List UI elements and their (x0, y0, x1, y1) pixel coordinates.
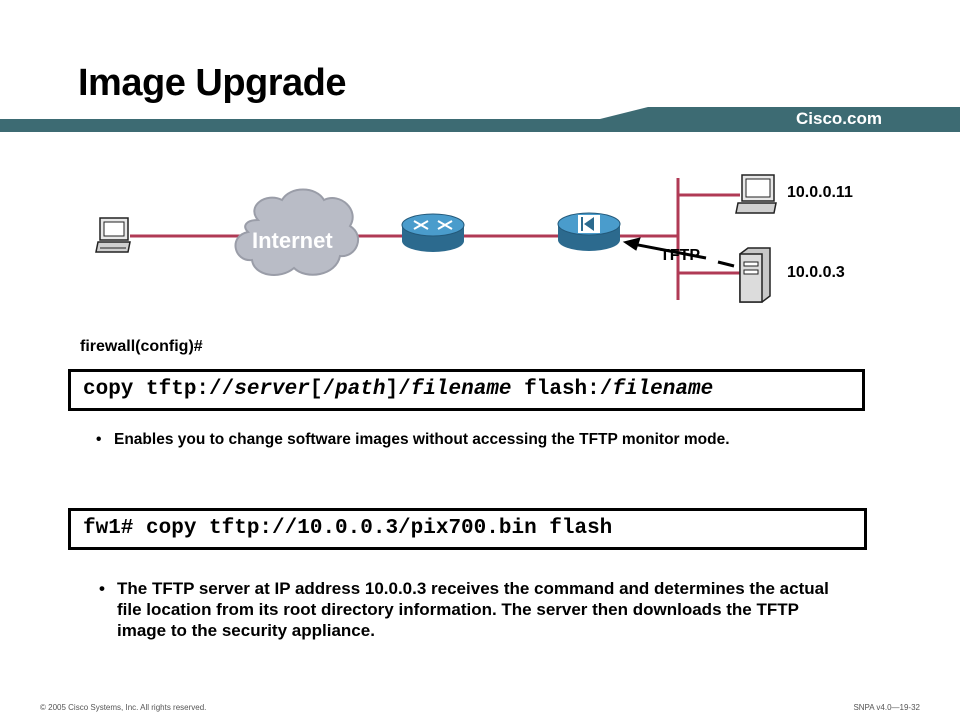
header-bar (0, 107, 960, 132)
router-icon (401, 213, 465, 252)
bullet-dot: • (96, 431, 102, 448)
cmd-text: flash:/ (511, 378, 613, 401)
cmd-arg-filename: filename (410, 378, 512, 401)
cmd-arg-path: path (335, 378, 386, 401)
command-example-box: fw1# copy tftp://10.0.0.3/pix700.bin fla… (68, 508, 867, 550)
internet-label: Internet (252, 228, 333, 253)
server-icon (739, 247, 771, 303)
cmd-arg-server: server (234, 378, 310, 401)
host-ip-label: 10.0.0.11 (787, 184, 853, 201)
cmd-text: ]/ (385, 378, 411, 401)
bullet-item: • The TFTP server at IP address 10.0.0.3… (99, 578, 837, 641)
config-prompt: firewall(config)# (80, 338, 203, 355)
course-footer: SNPA v4.0—19-32 (853, 703, 920, 712)
brand-label: Cisco.com (796, 109, 882, 128)
cmd-arg-filename-dest: filename (612, 378, 714, 401)
bullet-item: • Enables you to change software images … (96, 430, 814, 449)
tftp-label: TFTP (660, 247, 700, 264)
server-ip-label: 10.0.0.3 (787, 264, 845, 281)
bullet-text: Enables you to change software images wi… (114, 431, 730, 448)
workstation-icon (735, 174, 777, 214)
copyright-footer: © 2005 Cisco Systems, Inc. All rights re… (40, 703, 207, 712)
command-syntax-box: copy tftp://server[/path]/filename flash… (68, 369, 865, 411)
cloud-icon (234, 188, 360, 276)
cmd-text: copy tftp:// (83, 378, 235, 401)
firewall-icon (557, 212, 621, 251)
cmd-text: [/ (309, 378, 336, 401)
bullet-text: The TFTP server at IP address 10.0.0.3 r… (117, 579, 829, 640)
pc-icon (95, 217, 131, 253)
tftp-arrow (622, 237, 735, 268)
bullet-dot: • (99, 579, 105, 598)
slide-title: Image Upgrade (78, 62, 347, 104)
